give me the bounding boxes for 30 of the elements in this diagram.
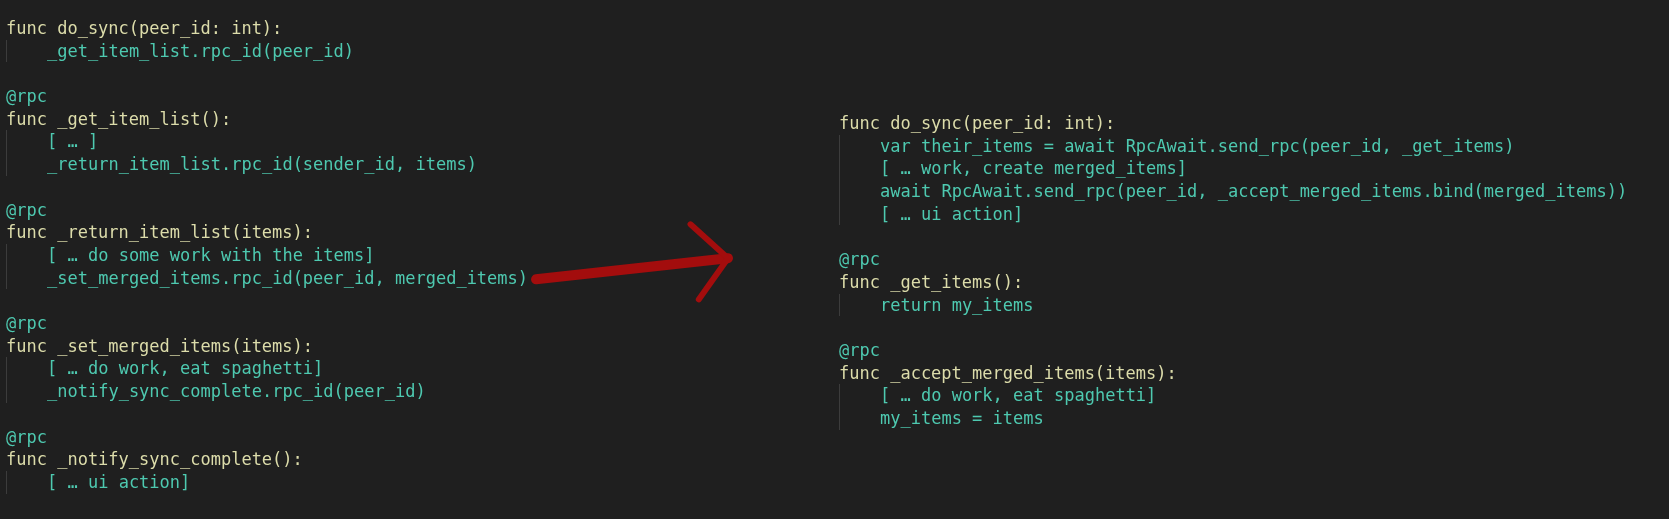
code-line: [ … do work, eat spaghetti] — [880, 384, 1158, 408]
code-line: [ … work, create merged_items] — [880, 157, 1189, 181]
code-line: return my_items — [880, 293, 1034, 317]
code-line: _get_item_list.rpc_id(peer_id) — [47, 39, 355, 63]
decorator-line: @rpc — [839, 339, 881, 362]
function-signature: func _notify_sync_complete(): — [6, 448, 303, 471]
decorator-line: @rpc — [6, 425, 48, 449]
code-line: _set_merged_items.rpc_id(peer_id, merged_items) — [47, 266, 529, 290]
code-line: [ … ] — [47, 130, 100, 154]
code-line: my_items = items — [880, 407, 1045, 430]
function-signature: func do_sync(peer_id: int): — [839, 112, 1117, 135]
decorator-line: @rpc — [6, 85, 48, 108]
code-line: [ … ui action] — [47, 470, 192, 494]
function-signature: func _accept_merged_items(items): — [839, 361, 1177, 385]
code-line: [ … ui action] — [880, 202, 1025, 226]
code-line: [ … do some work with the items] — [47, 243, 376, 267]
function-signature: func _get_item_list(): — [6, 107, 233, 131]
function-signature: func _return_item_list(items): — [6, 221, 315, 244]
decorator-line: @rpc — [6, 198, 48, 222]
function-signature: func do_sync(peer_id: int): — [6, 17, 284, 40]
function-signature: func _set_merged_items(items): — [6, 334, 315, 358]
decorator-line: @rpc — [6, 312, 48, 335]
decorator-line: @rpc — [839, 248, 881, 271]
code-line: await RpcAwait.send_rpc(peer_id, _accept_merged_items.bind(merged_items)) — [880, 180, 1628, 203]
arrow — [531, 221, 733, 303]
code-line: _notify_sync_complete.rpc_id(peer_id) — [47, 380, 426, 403]
code-line: var their_items = await RpcAwait.send_rpc(peer_id, _get_items) — [880, 134, 1516, 158]
function-signature: func _get_items(): — [839, 270, 1025, 294]
code-line: [ … do work, eat spaghetti] — [47, 357, 325, 381]
code-line: _return_item_list.rpc_id(sender_id, items) — [47, 153, 477, 176]
